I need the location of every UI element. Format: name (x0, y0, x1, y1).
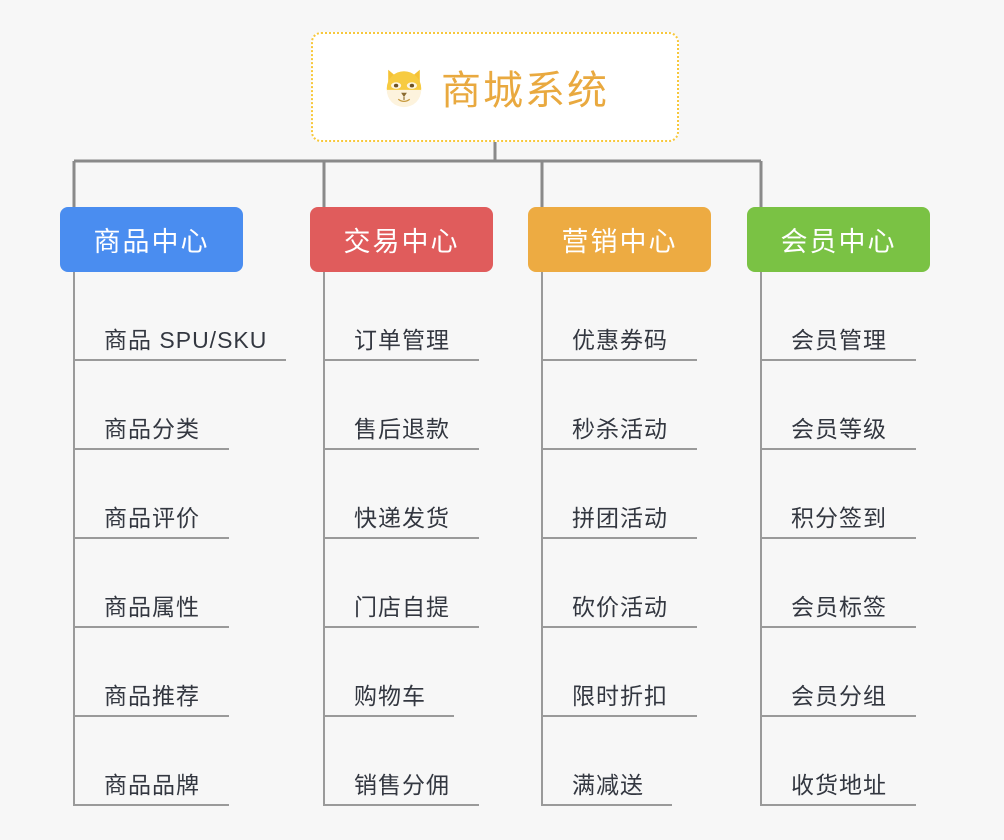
leaf-item-underline (542, 537, 697, 539)
leaf-item[interactable]: 秒杀活动 (542, 361, 711, 450)
leaf-item[interactable]: 商品分类 (74, 361, 243, 450)
leaf-item[interactable]: 会员标签 (761, 539, 930, 628)
leaf-item[interactable]: 商品评价 (74, 450, 243, 539)
leaf-list-member-center: 会员管理会员等级积分签到会员标签会员分组收货地址 (747, 272, 930, 806)
leaf-item[interactable]: 商品推荐 (74, 628, 243, 717)
leaf-item-underline (74, 715, 229, 717)
leaf-item-label: 会员分组 (791, 683, 887, 709)
branch-product-center: 商品中心商品 SPU/SKU 商品分类商品评价商品属性商品推荐商品品牌 (60, 207, 286, 806)
leaf-item-underline (324, 804, 479, 806)
shiba-dog-icon (381, 64, 427, 110)
leaf-item[interactable]: 商品 SPU/SKU (74, 272, 286, 361)
leaf-item-underline (761, 715, 916, 717)
leaf-item-label: 积分签到 (791, 505, 887, 531)
leaf-item-label: 砍价活动 (572, 594, 668, 620)
leaf-item[interactable]: 商品品牌 (74, 717, 243, 806)
leaf-item-underline (761, 626, 916, 628)
leaf-item-underline (542, 715, 697, 717)
leaf-item[interactable]: 会员管理 (761, 272, 930, 361)
leaf-item-underline (74, 537, 229, 539)
leaf-item-label: 门店自提 (354, 594, 450, 620)
leaf-item-label: 商品评价 (104, 505, 200, 531)
leaf-item-underline (74, 448, 229, 450)
leaf-item[interactable]: 满减送 (542, 717, 711, 806)
branch-header-member-center[interactable]: 会员中心 (747, 207, 930, 272)
leaf-item-underline (324, 359, 479, 361)
leaf-item-underline (542, 626, 697, 628)
leaf-item[interactable]: 积分签到 (761, 450, 930, 539)
leaf-item[interactable]: 订单管理 (324, 272, 493, 361)
leaf-item-label: 订单管理 (354, 327, 450, 353)
leaf-item-label: 优惠券码 (572, 327, 668, 353)
leaf-item[interactable]: 门店自提 (324, 539, 493, 628)
branch-header-label: 交易中心 (343, 227, 460, 257)
leaf-item-label: 售后退款 (354, 416, 450, 442)
leaf-item-underline (74, 359, 286, 361)
leaf-item-label: 商品品牌 (104, 772, 200, 798)
branch-member-center: 会员中心会员管理会员等级积分签到会员标签会员分组收货地址 (747, 207, 930, 806)
branch-header-marketing-center[interactable]: 营销中心 (528, 207, 711, 272)
leaf-item-underline (74, 804, 229, 806)
leaf-item[interactable]: 限时折扣 (542, 628, 711, 717)
leaf-item-label: 会员等级 (791, 416, 887, 442)
leaf-item-label: 商品分类 (104, 416, 200, 442)
branch-marketing-center: 营销中心优惠券码秒杀活动拼团活动砍价活动限时折扣满减送 (528, 207, 711, 806)
branch-header-label: 营销中心 (561, 227, 678, 257)
leaf-item-underline (761, 359, 916, 361)
leaf-item[interactable]: 销售分佣 (324, 717, 493, 806)
leaf-list-trade-center: 订单管理售后退款快递发货门店自提购物车销售分佣 (310, 272, 493, 806)
leaf-item-underline (761, 804, 916, 806)
leaf-item[interactable]: 会员分组 (761, 628, 930, 717)
leaf-item-label: 限时折扣 (572, 683, 668, 709)
branch-header-label: 会员中心 (780, 227, 897, 257)
leaf-item-underline (542, 804, 672, 806)
leaf-item[interactable]: 购物车 (324, 628, 493, 717)
leaf-item[interactable]: 收货地址 (761, 717, 930, 806)
leaf-list-marketing-center: 优惠券码秒杀活动拼团活动砍价活动限时折扣满减送 (528, 272, 711, 806)
leaf-item-label: 商品属性 (104, 594, 200, 620)
leaf-item-underline (761, 537, 916, 539)
branch-header-product-center[interactable]: 商品中心 (60, 207, 243, 272)
leaf-item-underline (542, 448, 697, 450)
root-node[interactable]: 商城系统 (311, 32, 679, 142)
leaf-item-label: 秒杀活动 (572, 416, 668, 442)
leaf-item-label: 拼团活动 (572, 505, 668, 531)
leaf-item-underline (74, 626, 229, 628)
leaf-item[interactable]: 优惠券码 (542, 272, 711, 361)
leaf-item[interactable]: 快递发货 (324, 450, 493, 539)
branch-trade-center: 交易中心订单管理售后退款快递发货门店自提购物车销售分佣 (310, 207, 493, 806)
leaf-item-underline (324, 626, 479, 628)
leaf-item-label: 会员管理 (791, 327, 887, 353)
leaf-item[interactable]: 售后退款 (324, 361, 493, 450)
leaf-item-underline (542, 359, 697, 361)
leaf-item-label: 商品 SPU/SKU (104, 327, 268, 353)
leaf-item-underline (324, 715, 454, 717)
leaf-item-underline (761, 448, 916, 450)
leaf-item-label: 满减送 (572, 772, 644, 798)
root-title: 商城系统 (441, 69, 609, 113)
leaf-item-label: 快递发货 (354, 505, 450, 531)
leaf-item-label: 收货地址 (791, 772, 887, 798)
leaf-item[interactable]: 拼团活动 (542, 450, 711, 539)
branch-header-trade-center[interactable]: 交易中心 (310, 207, 493, 272)
leaf-item-label: 商品推荐 (104, 683, 200, 709)
leaf-item-label: 销售分佣 (354, 772, 450, 798)
leaf-list-product-center: 商品 SPU/SKU 商品分类商品评价商品属性商品推荐商品品牌 (60, 272, 286, 806)
branch-header-label: 商品中心 (93, 227, 210, 257)
leaf-item-label: 会员标签 (791, 594, 887, 620)
leaf-item[interactable]: 会员等级 (761, 361, 930, 450)
leaf-item[interactable]: 砍价活动 (542, 539, 711, 628)
leaf-item[interactable]: 商品属性 (74, 539, 243, 628)
leaf-item-underline (324, 448, 479, 450)
leaf-item-underline (324, 537, 479, 539)
leaf-item-label: 购物车 (354, 683, 426, 709)
